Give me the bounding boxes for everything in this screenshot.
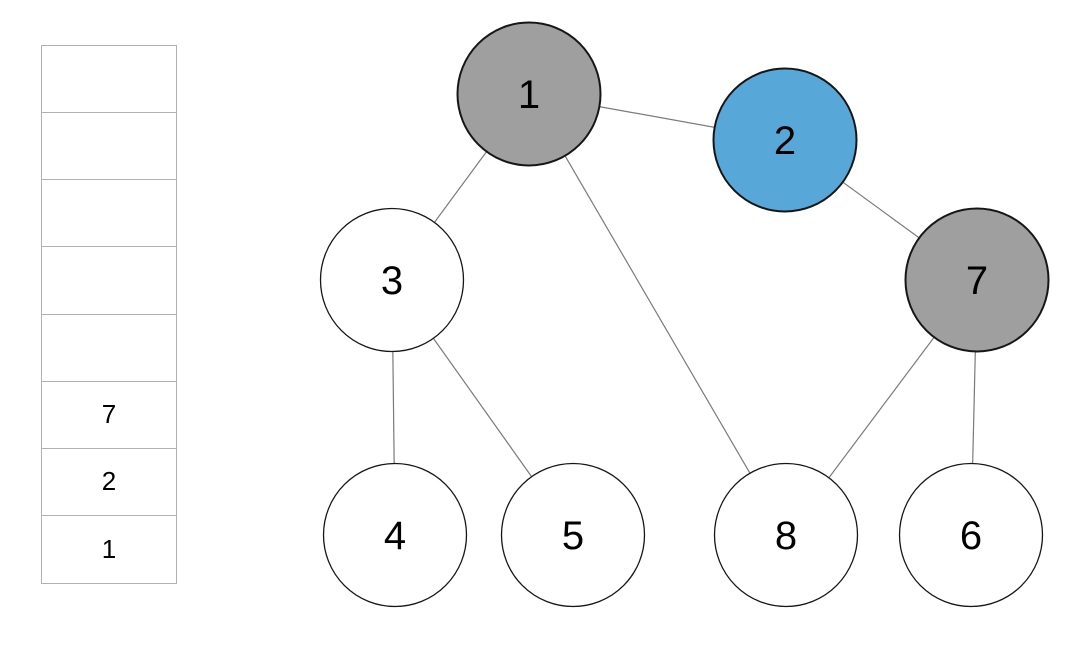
stack-cell-4 <box>42 315 176 382</box>
stack-cell-6: 2 <box>42 449 176 516</box>
graph-edges <box>391 93 978 536</box>
stack-cell-5: 7 <box>42 382 176 449</box>
edge-1-8 <box>528 93 787 536</box>
stack-cell-2 <box>42 180 176 248</box>
node-2-label: 2 <box>774 119 796 163</box>
dfs-stack: 7 2 1 <box>41 45 177 584</box>
graph-node-7[interactable]: 7 <box>904 207 1050 353</box>
graph-node-5[interactable]: 5 <box>500 462 646 608</box>
node-7-label: 7 <box>966 259 988 303</box>
graph-node-2[interactable]: 2 <box>712 67 858 213</box>
node-2-circle[interactable] <box>712 67 858 213</box>
node-1-circle[interactable] <box>456 21 602 167</box>
node-4-circle[interactable] <box>322 462 468 608</box>
node-6-label: 6 <box>960 514 982 558</box>
node-8-label: 8 <box>775 514 797 558</box>
node-5-label: 5 <box>562 514 584 558</box>
stack-cell-1 <box>42 113 176 181</box>
node-4-label: 4 <box>384 514 406 558</box>
node-3-label: 3 <box>381 259 403 303</box>
graph-node-1[interactable]: 1 <box>456 21 602 167</box>
node-8-circle[interactable] <box>713 462 859 608</box>
node-3-circle[interactable] <box>319 207 465 353</box>
node-5-circle[interactable] <box>500 462 646 608</box>
node-1-label: 1 <box>518 73 540 117</box>
stack-cell-7: 1 <box>101 533 117 564</box>
graph-node-8[interactable]: 8 <box>713 462 859 608</box>
graph-node-6[interactable]: 6 <box>898 462 1044 608</box>
stack-cell-0 <box>42 46 176 114</box>
graph-node-4[interactable]: 4 <box>322 462 468 608</box>
node-6-circle[interactable] <box>898 462 1044 608</box>
stack-cell-3 <box>42 247 176 315</box>
graph-node-3[interactable]: 3 <box>319 207 465 353</box>
node-7-circle[interactable] <box>904 207 1050 353</box>
